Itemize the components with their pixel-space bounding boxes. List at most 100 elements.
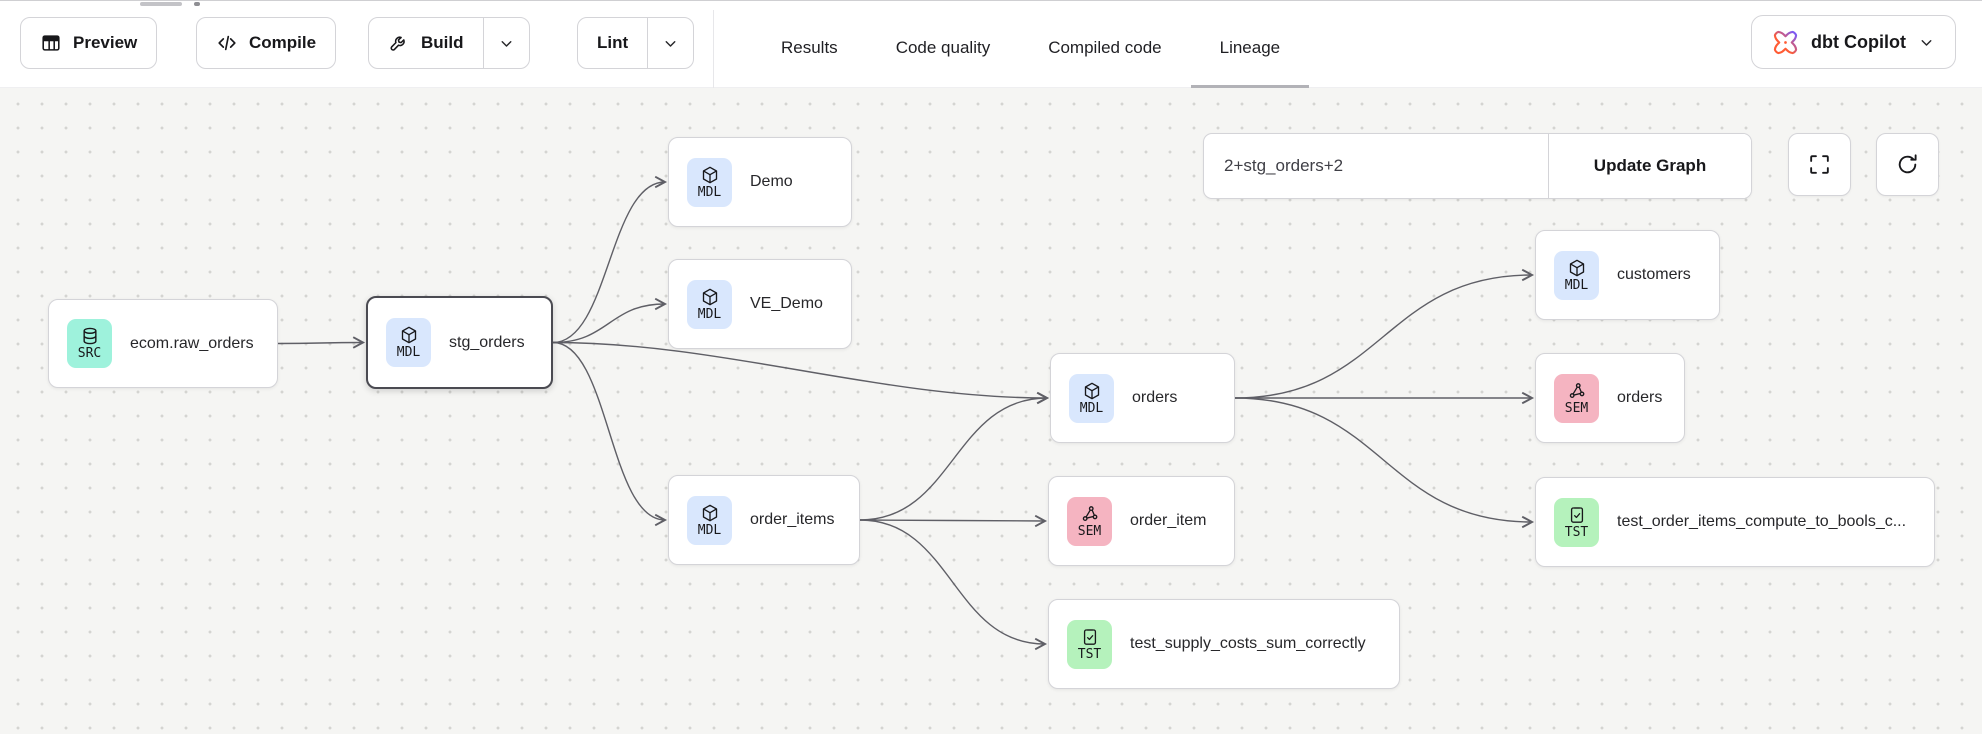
refresh-icon [1895,152,1920,177]
node-type-label: MDL [697,184,722,200]
chevron-down-icon [498,35,515,52]
dbt-copilot-button[interactable]: dbt Copilot [1751,15,1956,69]
cube-icon [1082,381,1102,401]
edge-stg_orders-to-orders_mdl [552,341,1050,405]
node-type-badge: MDL [1069,373,1114,423]
cube-icon [1567,258,1587,278]
toolbar-divider [713,10,714,88]
compile-button[interactable]: Compile [196,17,337,69]
tab-code-quality[interactable]: Code quality [895,37,991,57]
node-label: Demo [750,173,793,190]
node-type-badge: MDL [1554,250,1599,300]
graph-node-ve_demo[interactable]: MDL VE_Demo [668,259,852,349]
edge-src_raw_orders-to-stg_orders [277,336,366,349]
update-graph-button[interactable]: Update Graph [1548,134,1751,198]
node-label: ecom.raw_orders [130,334,254,352]
graph-node-test_supply[interactable]: TST test_supply_costs_sum_correctly [1048,599,1400,689]
node-type-badge: MDL [687,279,732,329]
build-dropdown-button[interactable] [482,18,529,68]
dbt-logo-icon [1772,29,1799,56]
edge-stg_orders-to-demo [552,175,668,344]
lint-button-label: Lint [597,33,629,52]
wrench-icon [388,32,410,54]
node-label: test_supply_costs_sum_correctly [1130,635,1366,652]
node-label: customers [1617,266,1691,283]
clipboard-check-icon [1567,505,1587,525]
node-type-label: MDL [396,345,421,361]
lineage-filter-bar: Update Graph [1203,133,1752,199]
dbt-copilot-label: dbt Copilot [1811,31,1906,52]
lint-button[interactable]: Lint [578,18,647,68]
node-type-badge: SEM [1554,373,1599,423]
node-type-badge: TST [1554,497,1599,547]
node-type-badge: MDL [386,318,431,367]
cube-icon [700,287,720,307]
node-type-label: SRC [77,346,102,362]
node-type-badge: SRC [67,319,112,368]
cube-icon [399,325,419,345]
semantic-graph-icon [1567,381,1587,401]
tab-lineage[interactable]: Lineage [1190,10,1310,88]
refresh-graph-button[interactable] [1876,133,1939,196]
fullscreen-icon [1807,152,1832,177]
lint-dropdown-button[interactable] [647,18,693,68]
graph-node-order_item_sem[interactable]: SEM order_item [1048,476,1235,566]
top-edge-strip [0,0,1982,10]
node-label: VE_Demo [750,295,823,312]
node-type-badge: TST [1067,619,1112,669]
node-type-label: SEM [1077,523,1102,539]
code-icon [216,32,238,54]
top-strip-fragment [140,2,182,6]
edge-stg_orders-to-order_items [552,341,668,527]
table-icon [40,32,62,54]
cube-icon [700,503,720,523]
node-label: order_item [1130,512,1207,529]
node-type-label: SEM [1564,400,1589,416]
graph-node-order_items[interactable]: MDL order_items [668,475,860,565]
node-type-label: TST [1564,524,1589,540]
node-type-badge: MDL [687,495,732,545]
graph-node-demo[interactable]: MDL Demo [668,137,852,227]
chevron-down-icon [1918,34,1935,51]
graph-node-customers[interactable]: MDL customers [1535,230,1720,320]
edge-orders_mdl-to-customers [1234,268,1535,399]
build-split-button: Build [368,17,530,69]
node-type-badge: SEM [1067,496,1112,546]
edge-order_items-to-order_item_sem [859,514,1048,528]
lint-split-button: Lint [577,17,695,69]
edge-orders_mdl-to-test_order_items [1234,397,1535,529]
node-label: order_items [750,511,835,528]
graph-node-orders_mdl[interactable]: MDL orders [1050,353,1235,443]
preview-button[interactable]: Preview [20,17,158,69]
graph-node-test_order_items[interactable]: TST test_order_items_compute_to_bools_c..… [1535,477,1935,567]
tab-results[interactable]: Results [781,37,838,57]
node-type-label: MDL [697,522,722,538]
chevron-down-icon [662,35,679,52]
build-button-label: Build [421,33,464,52]
database-icon [80,326,100,346]
toolbar: Preview Compile Build Lint Results Code … [0,10,1982,88]
cube-icon [700,165,720,185]
bottom-edge-strip [0,734,1982,748]
fullscreen-button[interactable] [1788,133,1851,196]
tab-compiled-code[interactable]: Compiled code [1048,37,1162,57]
graph-node-src_raw_orders[interactable]: SRC ecom.raw_orders [48,299,278,388]
pane-tabs: Results Code quality Compiled code Linea… [752,10,1310,88]
node-type-label: MDL [1564,277,1589,293]
node-type-badge: MDL [687,157,732,207]
preview-button-label: Preview [73,33,138,52]
build-button[interactable]: Build [369,18,483,68]
lineage-selector-input[interactable] [1204,134,1548,198]
node-label: orders [1132,389,1178,406]
graph-node-orders_sem[interactable]: SEM orders [1535,353,1685,443]
edge-order_items-to-orders_mdl [859,391,1050,521]
clipboard-check-icon [1080,627,1100,647]
node-label: test_order_items_compute_to_bools_c... [1617,513,1907,530]
compile-button-label: Compile [249,33,317,52]
node-type-label: TST [1077,646,1102,662]
node-type-label: MDL [1079,400,1104,416]
edge-order_items-to-test_supply [859,519,1048,651]
node-label: orders [1617,389,1663,406]
